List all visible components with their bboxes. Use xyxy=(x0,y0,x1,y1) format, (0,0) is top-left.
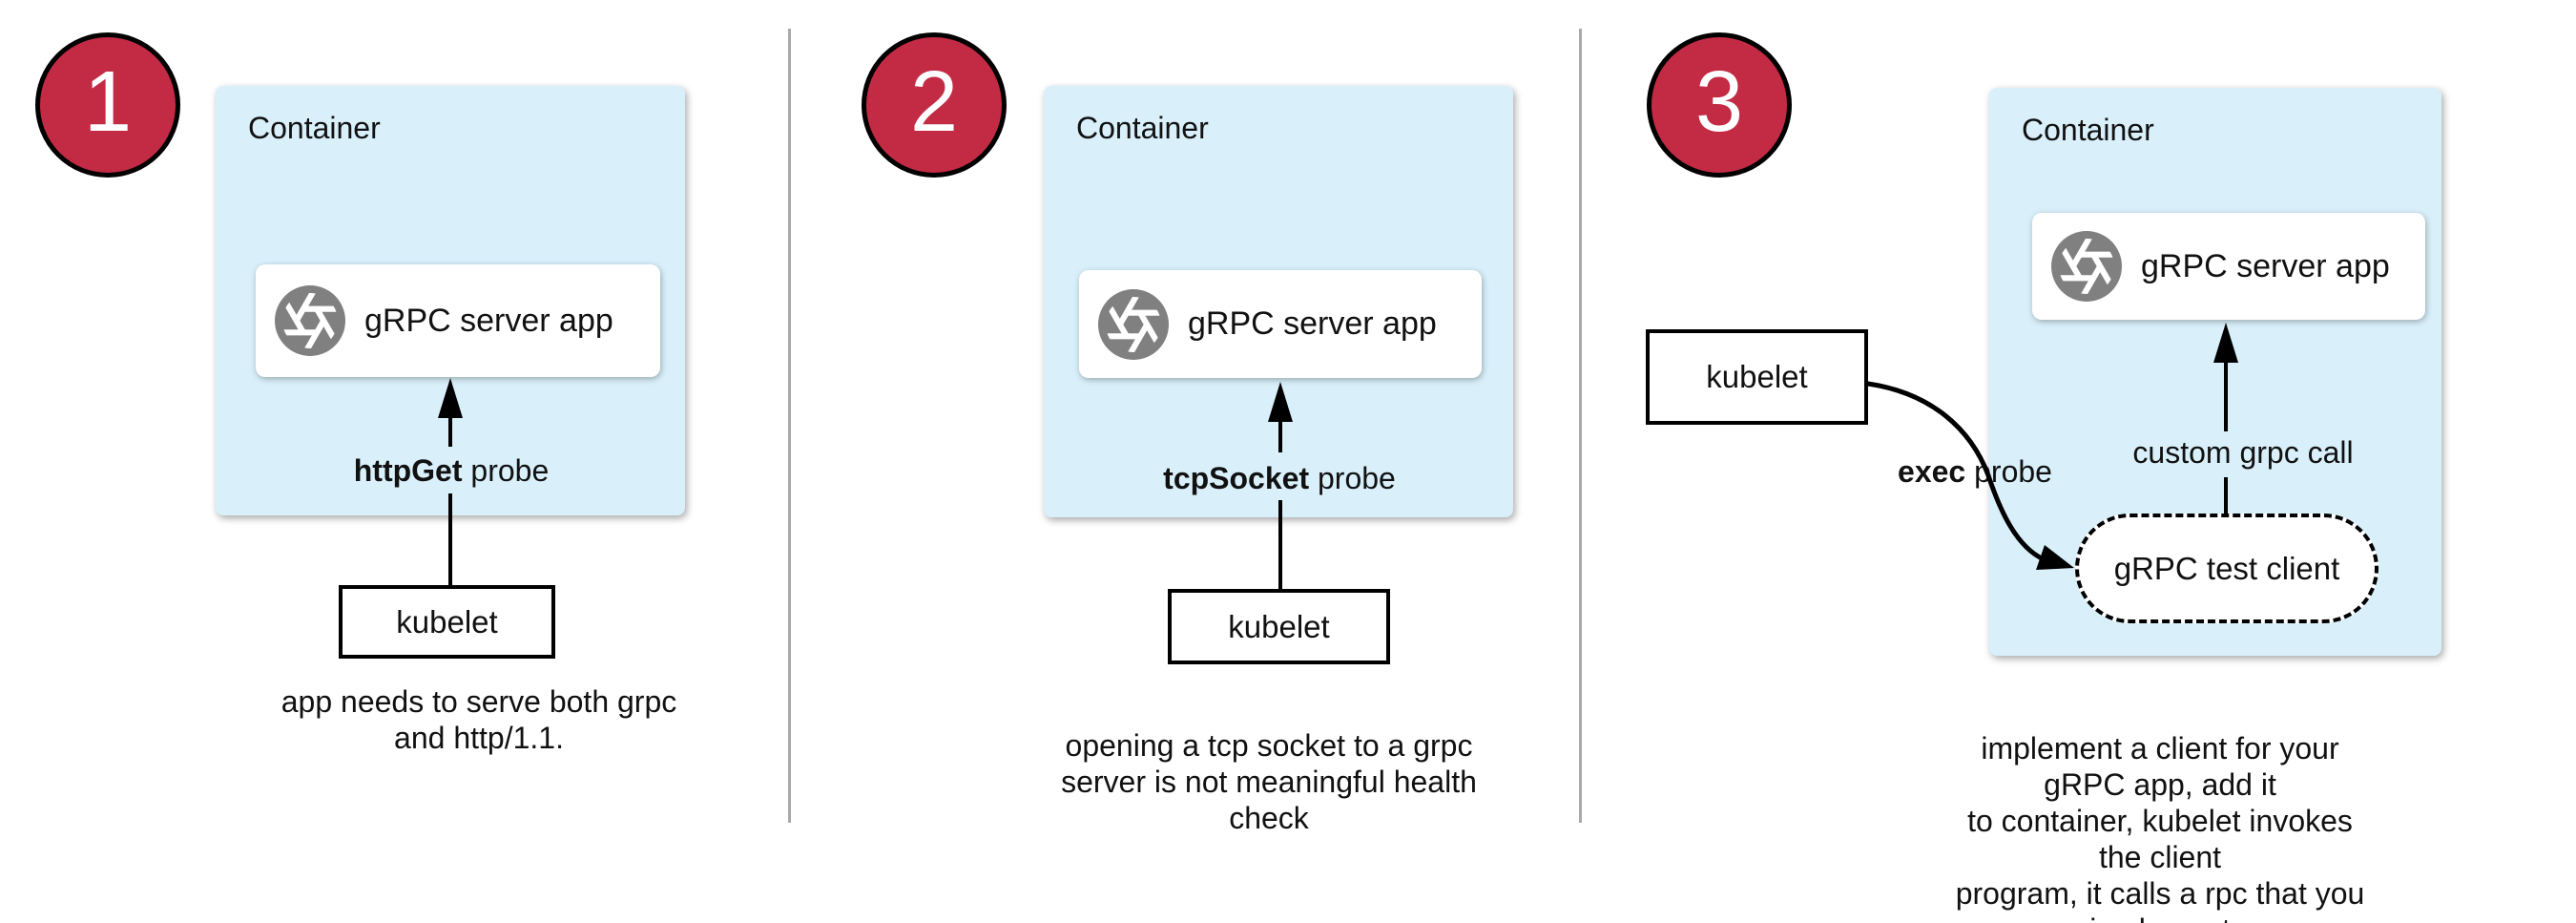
probe-type: httpGet xyxy=(353,453,463,488)
probe-label-1: httpGet probe xyxy=(354,451,549,491)
aperture-icon xyxy=(2051,231,2122,302)
probe-word: probe xyxy=(462,453,550,488)
grpc-server-app-label: gRPC server app xyxy=(364,302,613,339)
custom-grpc-call-label: custom grpc call xyxy=(2132,435,2354,470)
container-label: Container xyxy=(1076,111,1209,145)
panel-divider-1 xyxy=(788,29,791,823)
grpc-server-app-label: gRPC server app xyxy=(1188,305,1437,342)
step-badge-1: 1 xyxy=(35,32,180,178)
aperture-icon xyxy=(1098,289,1169,360)
kubelet-label: kubelet xyxy=(1706,359,1808,394)
step-number: 2 xyxy=(909,54,959,150)
step-badge-3: 3 xyxy=(1647,32,1792,178)
probe-word: probe xyxy=(1309,461,1396,495)
probe-label-2: tcpSocket probe xyxy=(1163,458,1396,498)
probe-type: exec xyxy=(1898,454,1966,489)
grpc-server-app-label: gRPC server app xyxy=(2141,247,2390,284)
caption-3: implement a client for your gRPC app, ad… xyxy=(1955,731,2365,923)
kubelet-label: kubelet xyxy=(396,603,498,640)
grpc-server-app-box-2: gRPC server app xyxy=(1079,270,1482,378)
kubelet-box-3: kubelet xyxy=(1646,329,1868,425)
grpc-test-client-label: gRPC test client xyxy=(2113,550,2340,586)
kubelet-box-1: kubelet xyxy=(339,585,555,659)
step-badge-2: 2 xyxy=(862,32,1007,178)
step-number: 3 xyxy=(1694,54,1744,150)
grpc-server-app-box-1: gRPC server app xyxy=(256,264,660,377)
kubelet-label: kubelet xyxy=(1228,608,1330,644)
probe-type: tcpSocket xyxy=(1163,461,1310,495)
kubelet-box-2: kubelet xyxy=(1168,589,1390,664)
panel-divider-2 xyxy=(1579,29,1582,823)
aperture-icon xyxy=(275,285,345,356)
container-label: Container xyxy=(248,111,381,145)
exec-probe-label: exec probe xyxy=(1898,451,2052,492)
caption-2: opening a tcp socket to a grpc server is… xyxy=(1061,728,1477,835)
grpc-test-client-box: gRPC test client xyxy=(2075,514,2379,623)
probe-word: probe xyxy=(1965,454,2052,489)
grpc-server-app-box-3: gRPC server app xyxy=(2032,213,2425,320)
step-number: 1 xyxy=(83,54,133,150)
caption-1: app needs to serve both grpc and http/1.… xyxy=(280,684,677,755)
container-label: Container xyxy=(2022,113,2154,147)
